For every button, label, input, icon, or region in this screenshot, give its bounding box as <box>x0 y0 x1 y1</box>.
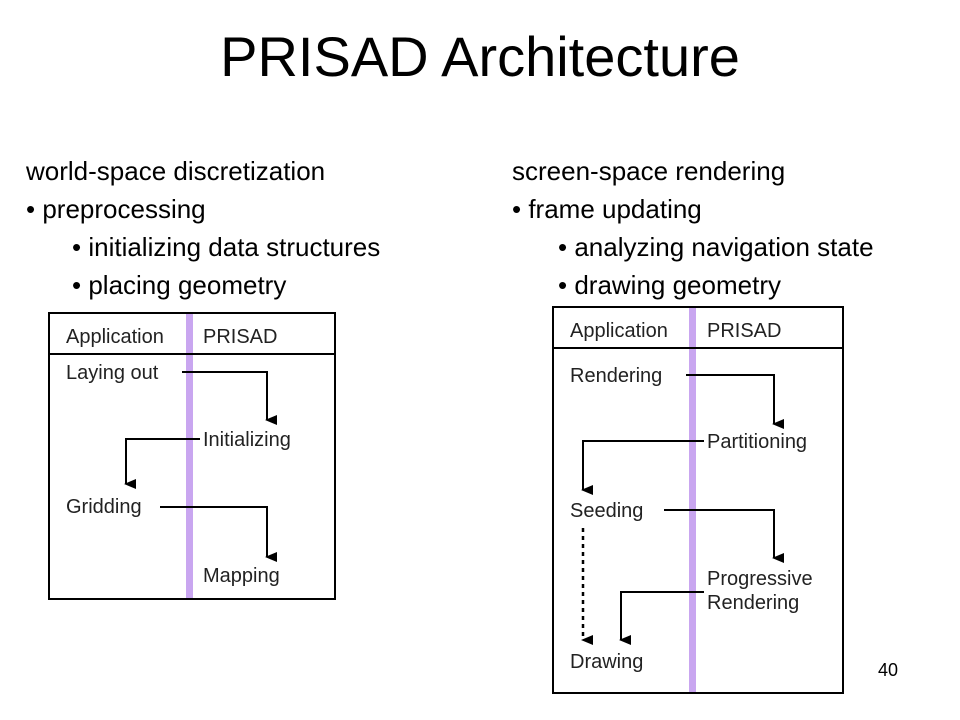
bullet-preprocessing: • preprocessing <box>26 194 206 224</box>
screen-space-heading: screen-space rendering <box>512 156 786 186</box>
world-space-section: world-space discretization • preprocessi… <box>26 152 380 304</box>
step-initializing: Initializing <box>203 429 291 451</box>
step-progressive-line1: Progressive <box>707 568 813 590</box>
arrow-partitioning-to-seeding <box>581 440 704 495</box>
rendering-flow-diagram: Application PRISAD Rendering Partitionin… <box>552 306 844 694</box>
bullet-placing-geometry: • placing geometry <box>72 270 287 300</box>
arrow-rendering-to-partitioning <box>686 374 784 429</box>
column-header-application: Application <box>66 326 164 348</box>
step-progressive-line2: Rendering <box>707 592 799 614</box>
page-number: 40 <box>878 660 899 680</box>
swimlane-divider <box>186 314 193 598</box>
world-space-heading: world-space discretization <box>26 156 326 186</box>
arrow-gridding-to-mapping <box>160 506 277 562</box>
step-laying-out: Laying out <box>66 362 159 384</box>
arrow-progressive-to-drawing <box>619 591 704 645</box>
arrow-initializing-to-gridding <box>124 438 200 489</box>
slide-title: PRISAD Architecture <box>220 25 740 88</box>
arrow-laying-to-initializing <box>182 371 277 425</box>
step-gridding: Gridding <box>66 496 142 518</box>
screen-space-section: screen-space rendering • frame updating … <box>512 152 874 304</box>
swimlane-divider <box>689 308 696 692</box>
bullet-frame-updating: • frame updating <box>512 194 702 224</box>
step-seeding: Seeding <box>570 500 643 522</box>
arrow-seeding-to-progressive <box>664 509 784 563</box>
step-rendering: Rendering <box>570 365 662 387</box>
diagram-frame <box>552 306 844 694</box>
bullet-analyzing-navigation-state: • analyzing navigation state <box>558 232 874 262</box>
step-mapping: Mapping <box>203 565 280 587</box>
step-drawing: Drawing <box>570 651 643 673</box>
bullet-drawing-geometry: • drawing geometry <box>558 270 781 300</box>
bullet-initializing-data-structures: • initializing data structures <box>72 232 381 262</box>
column-header-application: Application <box>570 320 668 342</box>
step-partitioning: Partitioning <box>707 431 807 453</box>
column-header-prisad: PRISAD <box>203 326 277 348</box>
column-header-prisad: PRISAD <box>707 320 781 342</box>
preprocessing-flow-diagram: Application PRISAD Laying out Initializi… <box>48 312 336 600</box>
